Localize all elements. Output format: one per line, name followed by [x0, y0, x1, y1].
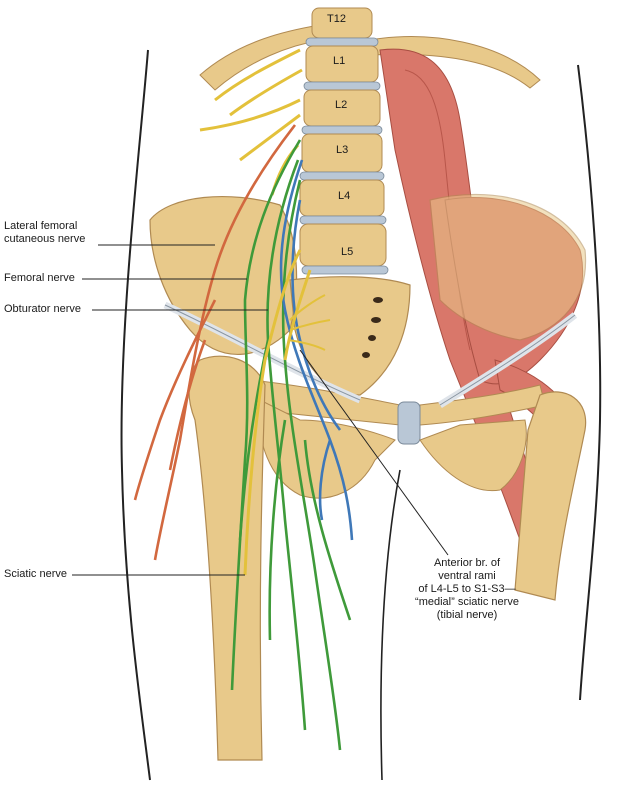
pubic-symphysis — [397, 401, 421, 445]
callout-lines — [72, 244, 449, 576]
label-anterior-line4: “medial” sciatic nerve — [415, 596, 519, 608]
vertebra-label-l3: L3 — [336, 144, 349, 156]
inguinal-ligament-right-edge — [439, 314, 576, 406]
label-sciatic-nerve: Sciatic nerve — [4, 568, 67, 580]
label-anterior-branch: Anterior br. of ventral rami of L4-L5 to… — [392, 557, 542, 622]
label-obturator-nerve: Obturator nerve — [4, 303, 82, 315]
label-anterior-line1: Anterior br. of — [433, 557, 501, 569]
disc-2 — [303, 81, 381, 91]
rib-right — [369, 36, 541, 89]
vertebra-label-l5: L5 — [341, 246, 354, 258]
lateral-femoral-cutaneous-nerve-path — [133, 124, 297, 561]
body-outline-right — [577, 64, 602, 701]
body-outline-midline — [380, 469, 401, 781]
upper-nerve-roots — [199, 48, 303, 196]
vertebra-label-t12: T12 — [327, 13, 346, 25]
vertebra-label-l1: L1 — [333, 55, 346, 67]
disc-6 — [301, 265, 389, 275]
obturator-nerve-path — [279, 159, 354, 541]
label-anterior-line5: (tibial nerve) — [436, 609, 498, 621]
label-lateral-femoral-line1: Lateral femoral — [4, 220, 78, 232]
vertebra-label-l4: L4 — [338, 190, 351, 202]
ischium-right — [419, 419, 527, 492]
rib-left — [199, 24, 323, 91]
body-outline-left — [120, 49, 151, 781]
sacral-foramina — [362, 297, 383, 358]
disc-5 — [299, 215, 387, 225]
label-lateral-femoral-cutaneous-nerve: Lateral femoral cutaneous nerve — [4, 220, 85, 246]
vertebra-label-l2: L2 — [335, 99, 348, 111]
sacral-plexus-branches — [287, 294, 331, 351]
label-anterior-line3: of L4-L5 to S1-S3— — [418, 583, 516, 595]
spine — [299, 7, 389, 275]
callout-anterior — [299, 349, 449, 556]
inguinal-ligament-left-edge — [164, 304, 361, 401]
disc-4 — [299, 171, 385, 181]
label-lateral-femoral-line2: cutaneous nerve — [4, 233, 86, 245]
vertebra-l5 — [299, 223, 387, 267]
right-femur — [514, 391, 587, 601]
label-femoral-nerve: Femoral nerve — [4, 272, 75, 284]
right-ilium — [429, 193, 587, 341]
disc-3 — [301, 125, 383, 135]
label-anterior-line2: ventral rami — [438, 570, 496, 582]
disc-1 — [305, 37, 379, 47]
